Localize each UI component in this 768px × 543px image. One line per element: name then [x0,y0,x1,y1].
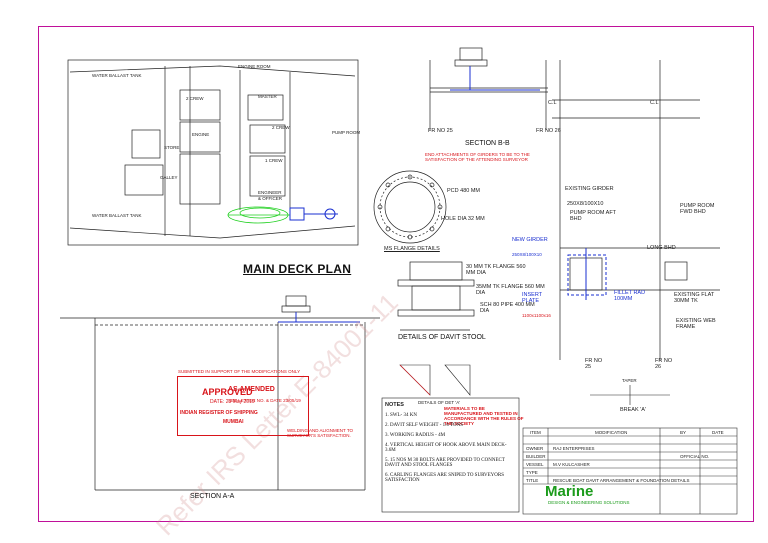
note-item: 1. SWL- 34 KN [385,413,417,418]
approved-text: APPROVED [202,387,253,397]
taper-label: TAPER [622,378,637,383]
existing-flat-label: EXISTING FLAT 30MM TK [674,292,715,304]
water-ballast-label: WATER BALLAST TANK [92,213,142,218]
new-girder-size-label: 250X8/100X10 [512,252,542,257]
flange-30mm-label: 30 MM TK FLANGE 560 MM DIA [466,264,526,276]
tb-title: RESCUE BOAT DAVIT ARRANGEMENT & FOUNDATI… [553,478,690,483]
section-bb-title: SECTION B-B [465,140,510,147]
frame-label: FR NO 25 [428,128,453,134]
tb-by: BY [680,430,687,435]
tb-title-label: TITLE [526,478,539,483]
pump-room-label: PUMP ROOM [332,130,361,135]
notes-heading: NOTES [385,402,404,408]
existing-web-label: EXISTING WEB FRAME [676,318,716,330]
notes-box [381,397,520,513]
long-bhd-label: LONG BHD [647,245,676,251]
davit-plan-blue [289,207,338,221]
ms-flange-drawing [373,170,447,244]
frame-label: FR NO 25 [585,358,603,370]
water-ballast-label: WATER BALLAST TANK [92,73,142,78]
centerline-label: C.L [650,100,659,106]
detail-a-title: DETAILS OF DET 'A' [418,400,461,405]
hole-dia-label: HOLE DIA 32 MM [441,216,485,222]
officer-label: & OFFICER [258,196,283,201]
section-bb [429,47,548,130]
crew-label: 1 CREW [265,158,283,163]
detail-a-drawing [399,364,471,396]
existing-girder-label: EXISTING GIRDER [565,186,614,192]
fillet-label: FILLET RAD 100MM [614,290,646,302]
store-label: STORE [164,145,180,150]
insert-plate-label: INSERT PLATE [522,292,542,304]
materials-note: MATERIALS TO BE MANUFACTURED AND TESTED … [444,406,524,426]
pump-room-fwd-label: PUMP ROOM FWD BHD [680,203,715,215]
main-deck-plan-title: MAIN DECK PLAN [243,262,352,276]
break-a-drawing [590,385,670,405]
stamp-header: SUBMITTED IN SUPPORT OF THE MODIFICATION… [178,369,301,374]
girder-attachment-note: END ATTACHMENTS OF GIRDERS TO BE TO THE … [425,152,530,162]
notes-list: 1. SWL- 34 KN 2. DAVIT SELF WEIGHT - 1.6… [385,413,515,488]
pcd-label: PCD 480 MM [447,188,481,194]
galley-label: GALLEY [160,175,178,180]
pump-room-aft-label: PUMP ROOM AFT BHD [570,210,616,222]
tb-type: TYPE [526,470,538,475]
drawing-sheet-border [38,26,754,522]
note-item: 4. VERTICAL HEIGHT OF HOOK ABOVE MAIN DE… [385,443,507,453]
section-aa-title: SECTION A-A [190,493,235,500]
deck-plan-outline [67,59,359,246]
davit-stool-title: DETAILS OF DAVIT STOOL [398,334,486,341]
marine-logo: Marine [545,483,594,500]
tb-owner-label: OWNER [526,446,544,451]
tb-modification: MODIFICATION [595,430,628,435]
approval-date: DATE: 23 May 2019 [210,399,255,405]
engine-room-label: ENGINE ROOM [238,64,271,69]
society-city: MUMBAI [223,419,244,425]
note-item: 3. WORKING RADIUS - 4M [385,433,446,438]
davit-plan-green [227,206,290,224]
new-girder-label: NEW GIRDER [512,237,548,243]
note-item: 6. CARLING FLANGES ARE SNIPED TO SURVEYO… [385,473,505,483]
pipe-label: SCH 80 PIPE 400 MM DIA [480,302,535,314]
tb-vessel: M.V KULCASHER [553,462,590,467]
frame-label: FR NO 26 [536,128,561,134]
flange-35mm-label: 35MM TK FLANGE 560 MM DIA [476,284,545,296]
centerline-label: C.L [548,100,557,106]
davit-stool-drawing [397,261,475,331]
ms-flange-title: MS FLANGE DETAILS [384,246,440,252]
crew-label: 2 CREW [272,125,290,130]
master-label: MASTER [258,94,277,99]
tb-owner: RAJ ENTERPRISES [553,446,595,451]
crew-label: 2 CREW [186,96,204,101]
tb-vessel-label: VESSEL [526,462,544,467]
approval-stamp: APPROVED DATE: 23 May 2019 INDIAN REGIST… [177,376,309,436]
frame-label: FR NO 26 [655,358,673,370]
title-block-grid [522,427,738,515]
girder-size-label: 250X8/100X10 [567,201,604,207]
as-amended-text: AS AMENDED [228,386,275,393]
right-section-drawing [552,60,720,360]
section-aa [60,295,380,491]
note-item: 2. DAVIT SELF WEIGHT - 1.6 TONS [385,423,464,428]
insert-plate-size-label: 1100x1100x16 [522,313,551,318]
tb-official-no: OFFICIAL NO. [680,454,710,459]
tb-date: DATE [712,430,724,435]
society-name: INDIAN REGISTER OF SHIPPING [180,410,258,416]
see-letter-text: SEE LETTER NO. & DATE 23/05/19 [228,398,301,403]
engine-label: ENGINE [192,132,210,137]
engineer-label: ENGINEER [258,190,282,195]
marine-subtitle: DESIGN & ENGINEERING SOLUTIONS [548,500,630,505]
tb-builder: BUILDER [526,454,546,459]
break-label: BREAK 'A' [620,407,646,413]
tb-item: ITEM [530,430,541,435]
welding-note: WELDING AND ALIGNMENT TO SURVEYOR'S SATI… [287,428,354,438]
note-item: 5. 15 NOS M 30 BOLTS ARE PROVIDED TO CON… [385,458,505,468]
